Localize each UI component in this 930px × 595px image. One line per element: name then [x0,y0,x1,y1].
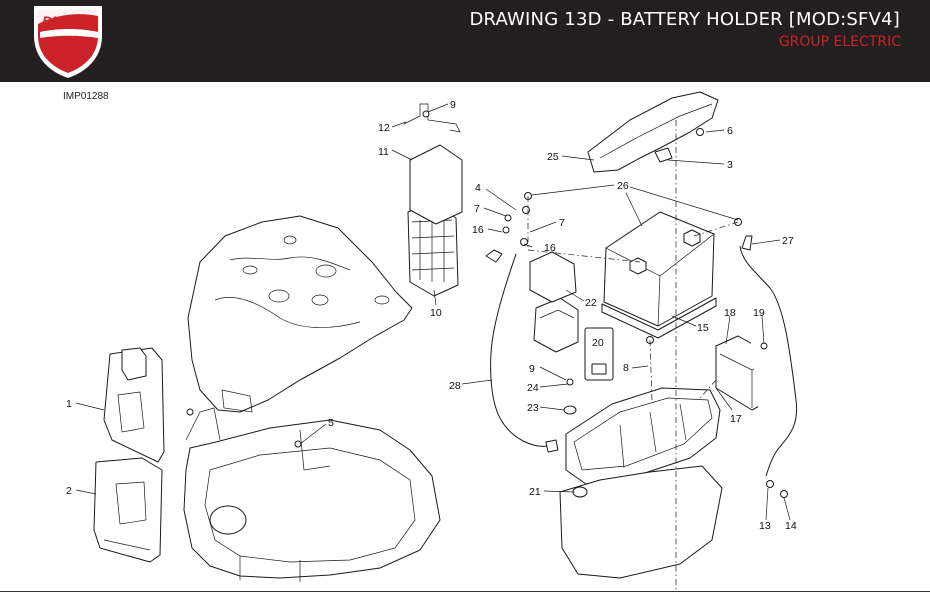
callout-23: 23 [527,402,539,414]
screw [696,128,704,136]
leader-lines [75,103,791,521]
callout-9b: 9 [529,363,535,375]
intake-airbox-cover [187,215,413,413]
alignment-line [527,196,641,263]
heat-shield-cover [587,91,719,173]
logo-text: DUCATI [42,13,95,29]
callout-18: 18 [724,307,736,319]
screw [422,110,430,118]
starter-relay [533,297,579,353]
battery-rubber-pad [601,297,717,339]
callout-26: 26 [617,180,629,192]
footer-divider [0,591,930,592]
battery-cable-negative [739,235,798,477]
callout-27: 27 [782,235,794,247]
screw [294,440,302,448]
callout-1: 1 [66,398,72,410]
pin [186,408,194,416]
callout-5: 5 [328,417,334,429]
fuse-detail-box [584,327,614,381]
exploded-parts-diagram: 1 2 3 4 5 6 7 7 8 9 9 10 11 12 13 14 15 … [66,91,798,590]
spacer [563,405,577,415]
callout-7b: 7 [559,217,565,229]
washer [766,480,774,488]
screw [780,490,788,498]
callout-11: 11 [378,146,389,158]
o-ring [572,486,588,498]
screw [566,378,574,386]
callout-15: 15 [697,322,709,334]
nut [504,214,512,222]
callout-10: 10 [430,307,442,319]
alignment-line [693,221,739,237]
callout-12: 12 [378,122,390,134]
callout-16a: 16 [472,224,484,236]
battery [603,211,715,327]
page-header: DUCATI DRAWING 13D - BATTERY HOLDER [MOD… [0,0,930,82]
callout-7a: 7 [474,203,480,215]
washer [502,226,510,234]
callout-16b: 16 [544,242,556,254]
main-frame-tray [183,407,441,582]
callout-13: 13 [759,520,771,532]
callout-3: 3 [727,159,733,171]
callout-21: 21 [529,486,541,498]
page-subtitle: GROUP ELECTRIC [778,34,901,50]
callout-8: 8 [623,362,629,374]
page-title: DRAWING 13D - BATTERY HOLDER [MOD:SFV4] [469,9,900,30]
washer [522,206,530,214]
relay-cover [529,251,577,303]
ecu-module [103,347,165,463]
callout-28: 28 [449,380,461,392]
callout-9a: 9 [450,99,456,111]
callout-20: 20 [592,337,604,349]
callout-24: 24 [527,382,539,394]
regulator-cover [409,144,463,225]
callout-17: 17 [730,413,742,425]
alignment-line [649,339,653,401]
callout-14: 14 [785,520,797,532]
callout-2: 2 [66,485,72,497]
alignment-line [699,379,717,399]
battery-cable-positive [485,249,559,453]
ducati-logo: DUCATI [34,6,102,78]
battery-tray [559,387,723,579]
callout-25: 25 [547,151,559,163]
washer [520,238,528,246]
ecu-holder-bracket [93,457,163,563]
callout-4: 4 [475,182,481,194]
drawing-code: IMP01288 [63,91,109,102]
callout-6: 6 [727,125,733,137]
callout-22: 22 [585,297,597,309]
callout-19: 19 [753,307,765,319]
